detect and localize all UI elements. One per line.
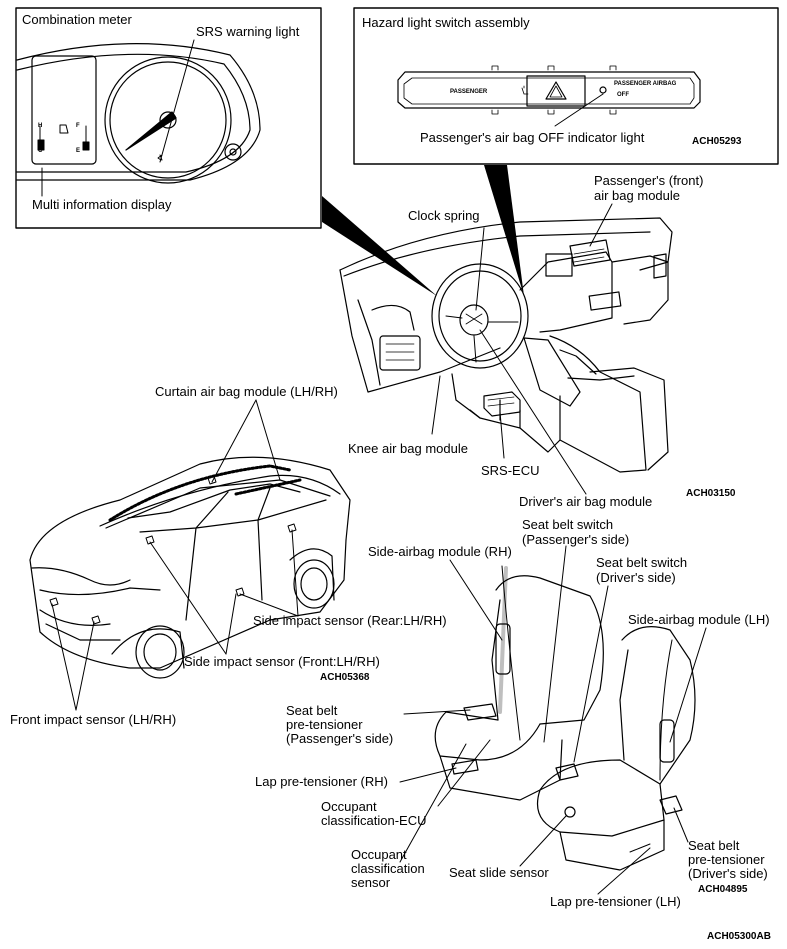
occupant-sensor-line3: sensor [351,875,391,890]
multi-information-display-label: Multi information display [32,197,172,212]
curtain-airbag-label: Curtain air bag module (LH/RH) [155,384,338,399]
hazard-pointer-wedge [484,165,524,296]
hazard-switch-code: ACH05293 [692,136,742,147]
trip-knob-icon [224,143,242,161]
needle-icon [125,111,177,151]
seats-code: ACH04895 [698,884,748,895]
gauge-mark-h: H [38,123,43,129]
occupant-ecu-line1: Occupant [321,799,377,814]
srs-ecu-label: SRS-ECU [481,463,540,478]
pretensioner-drv-line1: Seat belt [688,838,740,853]
curtain-airbag-module [108,464,292,522]
center-display [545,253,573,277]
seat-belt-switch-drv-line1: Seat belt switch [596,555,688,570]
pretensioner-pass-line2: pre-tensioner [286,717,363,732]
side-airbag-lh [659,719,675,763]
clock-spring-label: Clock spring [408,208,480,223]
front-impact-label: Front impact sensor (LH/RH) [10,712,177,727]
vehicle-drawing [29,399,351,711]
passenger-airbag-text: PASSENGER AIRBAG [614,81,677,87]
pretensioner-drv-line2: pre-tensioner [688,852,765,867]
hazard-button [526,75,586,107]
hazard-triangle-icon [545,81,567,100]
passenger-airbag-label-line1: Passenger's (front) [594,173,704,188]
seat-belt-switch-pass-line2: (Passenger's side) [522,532,630,547]
occupant-sensor-line1: Occupant [351,847,407,862]
seat-belt-switch-drv-line2: (Driver's side) [596,570,676,585]
occupant-ecu-line2: classification-ECU [321,813,427,828]
side-airbag-rh-label: Side-airbag module (RH) [368,544,512,559]
pretensioner-drv-line3: (Driver's side) [688,866,768,881]
seat-slide-sensor-icon [564,806,576,818]
figure-code: ACH05300AB [707,931,771,942]
side-airbag-lh-label: Side-airbag module (LH) [628,612,770,627]
passenger-airbag-off-indicator-label: Passenger's air bag OFF indicator light [420,130,645,145]
side-impact-front-label: Side impact sensor (Front:LH/RH) [184,654,380,669]
seat-belt-switch-pass-line1: Seat belt switch [522,517,614,532]
driver-airbag-label: Driver's air bag module [519,494,653,509]
lap-pretensioner-rh-label: Lap pre-tensioner (RH) [255,774,388,789]
lap-pretensioner-lh-label: Lap pre-tensioner (LH) [550,894,681,909]
srs-ecu-box [483,391,521,417]
pretensioner-pass-line3: (Passenger's side) [286,731,394,746]
passenger-airbag-label-line2: air bag module [594,188,680,203]
airbag-seat-icon [521,85,529,95]
pretensioner-pass-line1: Seat belt [286,703,338,718]
speedometer-dial [104,56,232,184]
passenger-airbag-module [569,239,611,267]
srs-warning-light-label: SRS warning light [196,24,300,39]
front-wheel [135,625,185,679]
clock-spring-hub [459,304,489,336]
hazard-switch-title: Hazard light switch assembly [362,15,530,30]
srs-warning-symbol-icon [157,154,163,161]
dashboard-drawing [339,203,673,495]
combination-meter-inset [15,7,322,229]
occupant-sensor-line2: classification [351,861,425,876]
passenger-airbag-off-indicator-icon [599,86,607,94]
gauge-mark-f: F [76,123,80,129]
dashboard-code: ACH03150 [686,488,736,499]
impact-sensor-icons [49,475,297,625]
knee-airbag-label: Knee air bag module [348,441,468,456]
rear-wheel [293,559,335,609]
side-airbag-rh [495,623,511,675]
vehicle-code: ACH05368 [320,672,370,683]
meter-pointer-wedge [322,196,437,296]
seat-slide-sensor-label: Seat slide sensor [449,865,549,880]
hazard-switch-inset [353,7,779,165]
combination-meter-title: Combination meter [22,12,132,27]
passenger-text: PASSENGER [450,89,488,95]
off-text: OFF [617,92,629,98]
fuel-temp-gauge-icon [37,124,90,151]
seats-drawing [399,545,707,895]
gauge-mark-c: C [38,148,43,154]
gauge-mark-e: E [76,148,81,154]
side-impact-rear-label: Side impact sensor (Rear:LH/RH) [253,613,447,628]
